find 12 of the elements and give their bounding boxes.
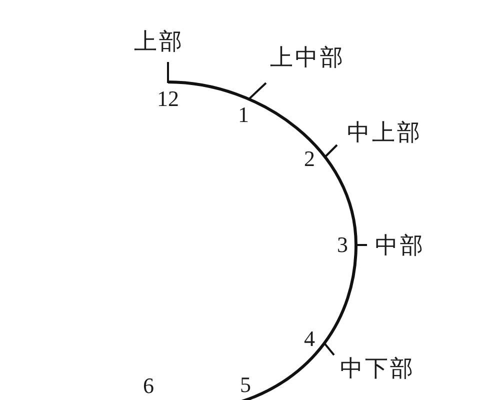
section-label: 上中部 xyxy=(270,46,345,69)
position-number: 2 xyxy=(304,148,315,170)
section-label: 上部 xyxy=(134,30,184,53)
section-label: 中下部 xyxy=(340,357,415,380)
section-label: 中上部 xyxy=(347,121,422,144)
position-number: 4 xyxy=(304,328,315,350)
position-number: 6 xyxy=(143,375,154,397)
position-number: 12 xyxy=(157,88,179,110)
position-number: 3 xyxy=(337,234,348,256)
position-number: 1 xyxy=(238,104,249,126)
section-label: 中部 xyxy=(375,234,425,257)
position-number: 5 xyxy=(240,374,251,396)
